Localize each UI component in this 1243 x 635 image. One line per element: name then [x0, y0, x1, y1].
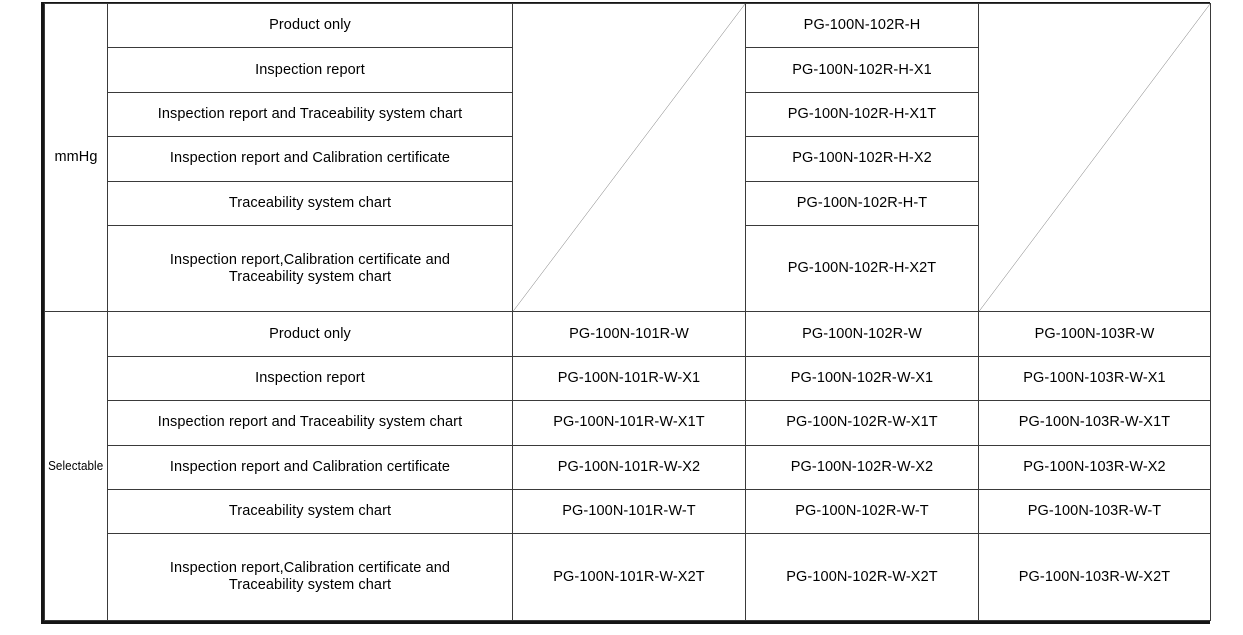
table-row: Inspection report,Calibration certificat… [45, 533, 1211, 621]
unit-cell-selectable: Selectable [44, 311, 108, 621]
table-row: Inspection report and Calibration certif… [45, 136, 1211, 182]
table-row: mmHg Product only PG-100N-102R-H [44, 2, 1211, 313]
product-code-cell: PG-100N-103R-W [978, 311, 1211, 357]
table-row: Selectable Product only PG-100N-101R-W P… [44, 311, 1211, 621]
product-code-cell: PG-100N-102R-W [745, 311, 979, 357]
documentation-cell: Product only [107, 2, 513, 49]
product-code-cell: PG-100N-101R-W-T [512, 489, 746, 535]
documentation-cell: Inspection report and Traceability syste… [107, 400, 513, 446]
table-row: Traceability system chart PG-100N-101R-W… [45, 489, 1211, 535]
product-code-cell: PG-100N-102R-H-T [745, 180, 979, 227]
table-row: Inspection report,Calibration certificat… [45, 225, 1211, 313]
product-code-cell: PG-100N-103R-W-X2T [978, 533, 1211, 621]
empty-cell-101r-mmhg [512, 2, 746, 313]
product-code-cell: PG-100N-102R-H-X1T [745, 91, 979, 138]
documentation-cell: Inspection report [107, 47, 513, 93]
documentation-cell: Traceability system chart [107, 180, 513, 227]
table-row: Traceability system chart PG-100N-102R-H… [45, 180, 1211, 227]
diagonal-slash-icon [979, 4, 1210, 311]
product-code-cell: PG-100N-101R-W-X1T [512, 400, 746, 446]
product-code-cell: PG-100N-103R-W-T [978, 489, 1211, 535]
documentation-cell: Inspection report,Calibration certificat… [107, 225, 513, 313]
product-code-cell: PG-100N-102R-W-T [745, 489, 979, 535]
product-code-cell: PG-100N-102R-H [745, 2, 979, 49]
table-row: Inspection report PG-100N-102R-H-X1 [45, 47, 1211, 93]
product-code-cell: PG-100N-101R-W-X2T [512, 533, 746, 621]
table-row: Inspection report and Traceability syste… [45, 91, 1211, 138]
product-code-cell: PG-100N-102R-W-X2 [745, 444, 979, 491]
unit-cell-mmhg: mmHg [44, 2, 108, 313]
documentation-cell: Inspection report and Calibration certif… [107, 136, 513, 182]
documentation-cell: Product only [107, 311, 513, 357]
table-row: Inspection report and Calibration certif… [45, 444, 1211, 491]
diagonal-slash-icon [513, 4, 745, 311]
table-body: mmHg Product only PG-100N-102R-H Inspect… [44, 2, 1211, 621]
product-code-cell: PG-100N-102R-W-X2T [745, 533, 979, 621]
product-code-cell: PG-100N-102R-W-X1T [745, 400, 979, 446]
product-code-cell: PG-100N-102R-W-X1 [745, 355, 979, 402]
product-code-cell: PG-100N-101R-W-X2 [512, 444, 746, 491]
documentation-cell: Inspection report [107, 355, 513, 402]
spec-table-container: mmHg Product only PG-100N-102R-H Inspect… [41, 2, 1211, 624]
product-code-cell: PG-100N-102R-H-X2 [745, 136, 979, 182]
documentation-cell: Inspection report and Calibration certif… [107, 444, 513, 491]
product-code-cell: PG-100N-101R-W-X1 [512, 355, 746, 402]
table-row: Inspection report PG-100N-101R-W-X1 PG-1… [45, 355, 1211, 402]
documentation-cell: Traceability system chart [107, 489, 513, 535]
product-code-cell: PG-100N-101R-W [512, 311, 746, 357]
product-code-cell: PG-100N-103R-W-X1 [978, 355, 1211, 402]
empty-cell-103r-mmhg [978, 2, 1211, 313]
product-code-cell: PG-100N-102R-H-X1 [745, 47, 979, 93]
product-code-table: mmHg Product only PG-100N-102R-H Inspect… [44, 2, 1211, 621]
table-row: Inspection report and Traceability syste… [45, 400, 1211, 446]
product-code-cell: PG-100N-103R-W-X1T [978, 400, 1211, 446]
product-code-cell: PG-100N-102R-H-X2T [745, 225, 979, 313]
documentation-cell: Inspection report,Calibration certificat… [107, 533, 513, 621]
product-code-cell: PG-100N-103R-W-X2 [978, 444, 1211, 491]
documentation-cell: Inspection report and Traceability syste… [107, 91, 513, 138]
unit-label: Selectable [48, 458, 104, 473]
